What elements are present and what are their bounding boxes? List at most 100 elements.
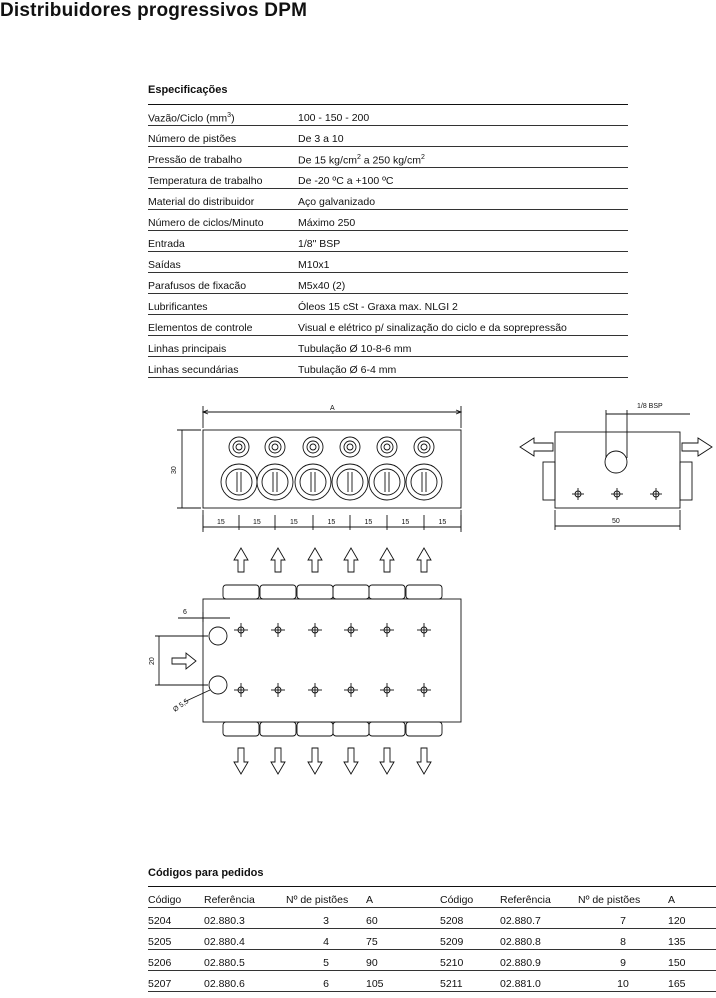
cell: 165 bbox=[668, 970, 716, 992]
cell: 5208 bbox=[440, 907, 500, 929]
codes-header-row: Código Referência Nº de pistões A Código… bbox=[148, 886, 716, 908]
cell: 6 bbox=[286, 970, 366, 992]
spec-value: Visual e elétrico p/ sinalização do cicl… bbox=[298, 314, 628, 336]
cell: 5207 bbox=[148, 970, 204, 992]
spec-value: Máximo 250 bbox=[298, 209, 628, 231]
cell: 02.880.8 bbox=[500, 928, 578, 950]
codes-table: Código Referência Nº de pistões A Código… bbox=[148, 886, 716, 992]
cell: 5 bbox=[286, 949, 366, 971]
cell: 02.880.4 bbox=[204, 928, 286, 950]
cell: 02.880.5 bbox=[204, 949, 286, 971]
dim-bsp-label: 1/8 BSP bbox=[637, 403, 663, 410]
spec-value: 100 - 150 - 200 bbox=[298, 104, 628, 126]
spec-value: De -20 ºC a +100 ºC bbox=[298, 167, 628, 189]
codes-heading: Códigos para pedidos bbox=[148, 867, 264, 879]
dim-15-label: 15 bbox=[290, 519, 298, 526]
dim-6-label: 6 bbox=[183, 609, 187, 616]
spec-value: De 3 a 10 bbox=[298, 125, 628, 147]
spec-label: Entrada bbox=[148, 230, 298, 252]
spec-label: Parafusos de fixacão bbox=[148, 272, 298, 294]
specs-heading: Especificações bbox=[148, 84, 228, 96]
front-view-body bbox=[202, 429, 462, 509]
spec-label: Número de pistões bbox=[148, 125, 298, 147]
dim-15-label: 15 bbox=[328, 519, 336, 526]
spec-label: Linhas secundárias bbox=[148, 356, 298, 378]
spec-value: Aço galvanizado bbox=[298, 188, 628, 210]
dim-a-label: A bbox=[330, 405, 335, 412]
dim-15-label: 15 bbox=[253, 519, 261, 526]
codes-header: Código bbox=[148, 886, 204, 908]
dim-30-label: 30 bbox=[171, 466, 178, 474]
cell: 02.880.3 bbox=[204, 907, 286, 929]
spec-value: Tubulação Ø 6-4 mm bbox=[298, 356, 628, 378]
codes-header: A bbox=[668, 886, 716, 908]
codes-header: Referência bbox=[500, 886, 578, 908]
cell: 02.880.7 bbox=[500, 907, 578, 929]
spec-value: Óleos 15 cSt - Graxa max. NLGI 2 bbox=[298, 293, 628, 315]
spec-value: Tubulação Ø 10-8-6 mm bbox=[298, 335, 628, 357]
cell: 135 bbox=[668, 928, 716, 950]
cell: 02.880.6 bbox=[204, 970, 286, 992]
cell: 5209 bbox=[440, 928, 500, 950]
plan-view-body bbox=[202, 598, 462, 723]
front-view-pistons bbox=[220, 436, 443, 501]
cell: 8 bbox=[578, 928, 668, 950]
cell: 3 bbox=[286, 907, 366, 929]
spec-label: Pressão de trabalho bbox=[148, 146, 298, 168]
page-title: Distribuidores progressivos DPM bbox=[0, 0, 308, 21]
cell: 90 bbox=[366, 949, 440, 971]
cell: 02.881.0 bbox=[500, 970, 578, 992]
cell: 60 bbox=[366, 907, 440, 929]
dim-55-label: Ø 5,5 bbox=[172, 698, 190, 714]
cell: 150 bbox=[668, 949, 716, 971]
spec-label: Temperatura de trabalho bbox=[148, 167, 298, 189]
spec-label: Número de ciclos/Minuto bbox=[148, 209, 298, 231]
cell: 02.880.9 bbox=[500, 949, 578, 971]
cell: 120 bbox=[668, 907, 716, 929]
cell: 7 bbox=[578, 907, 668, 929]
spec-label: Elementos de controle bbox=[148, 314, 298, 336]
codes-header: Nº de pistões bbox=[286, 886, 366, 908]
spec-label: Linhas principais bbox=[148, 335, 298, 357]
spec-label: Material do distribuidor bbox=[148, 188, 298, 210]
cell: 9 bbox=[578, 949, 668, 971]
spec-label: Saídas bbox=[148, 251, 298, 273]
dim-20-label: 20 bbox=[149, 657, 156, 665]
spec-value: 1/8" BSP bbox=[298, 230, 628, 252]
cell: 5206 bbox=[148, 949, 204, 971]
cell: 5205 bbox=[148, 928, 204, 950]
specs-table: Vazão/Ciclo (mm3) 100 - 150 - 200 Número… bbox=[148, 104, 628, 378]
codes-header: Referência bbox=[204, 886, 286, 908]
cell: 5210 bbox=[440, 949, 500, 971]
spec-label: Lubrificantes bbox=[148, 293, 298, 315]
spec-value: De 15 kg/cm2 a 250 kg/cm2 bbox=[298, 146, 628, 168]
spec-value: M10x1 bbox=[298, 251, 628, 273]
spec-row: Pressão de trabalho De 15 kg/cm2 a 250 k… bbox=[148, 146, 628, 168]
codes-header: Nº de pistões bbox=[578, 886, 668, 908]
cell: 10 bbox=[578, 970, 668, 992]
spec-row: Vazão/Ciclo (mm3) 100 - 150 - 200 bbox=[148, 104, 628, 126]
cell: 5204 bbox=[148, 907, 204, 929]
codes-header: Código bbox=[440, 886, 500, 908]
cell: 75 bbox=[366, 928, 440, 950]
cell: 4 bbox=[286, 928, 366, 950]
cell: 5211 bbox=[440, 970, 500, 992]
dim-50-label: 50 bbox=[612, 518, 620, 525]
spec-value: M5x40 (2) bbox=[298, 272, 628, 294]
cell: 105 bbox=[366, 970, 440, 992]
